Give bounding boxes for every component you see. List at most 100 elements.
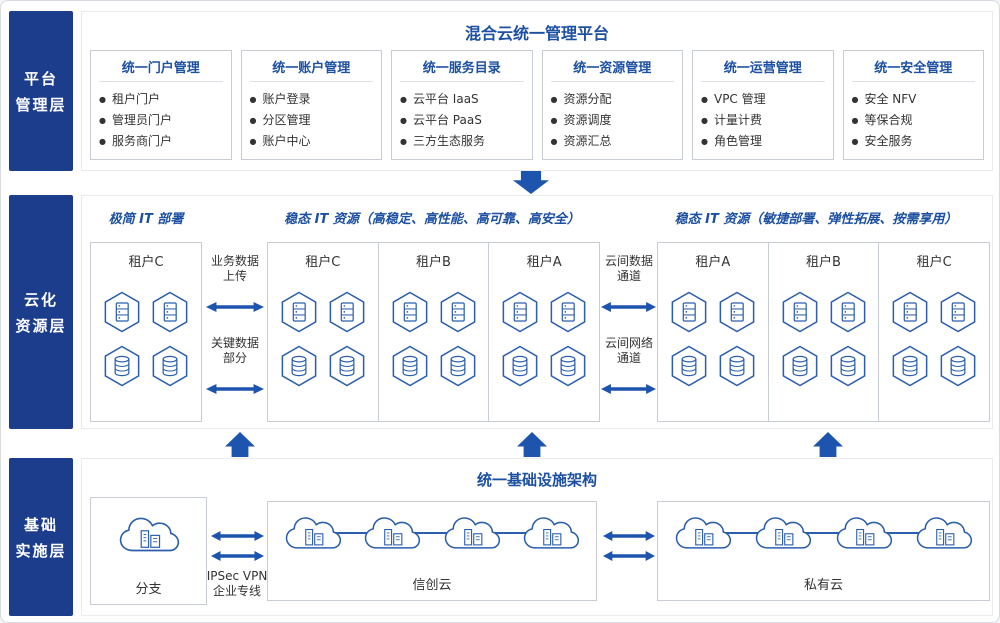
card-item: 账户中心: [250, 131, 374, 152]
infrastructure-title: 统一基础设施架构: [476, 471, 597, 489]
link-label-key-data: 关键数据部分: [210, 336, 259, 365]
link-label-business-data: 业务数据上传: [210, 254, 259, 283]
database-hexagon-icon: [718, 345, 756, 387]
link-label-intercloud-network: 云间网络通道: [604, 336, 653, 365]
tenant-icons: [280, 291, 366, 387]
database-hexagon-icon: [939, 345, 977, 387]
card-item: 安全 NFV: [852, 89, 976, 110]
server-hexagon-icon: [781, 291, 819, 333]
cloud-icon: [116, 512, 182, 556]
card-item: 资源汇总: [551, 131, 675, 152]
card-item: 服务商门户: [99, 131, 223, 152]
card-item: VPC 管理: [701, 89, 825, 110]
server-hexagon-icon: [501, 291, 539, 333]
server-hexagon-icon: [891, 291, 929, 333]
database-hexagon-icon: [829, 345, 867, 387]
card-item: 资源分配: [551, 89, 675, 110]
server-hexagon-icon: [328, 291, 366, 333]
cloud-connector-line: [308, 532, 556, 534]
database-hexagon-icon: [549, 345, 587, 387]
layer-label-infrastructure: 基础 实施层: [9, 458, 73, 616]
platform-cards-row: 统一门户管理 租户门户 管理员门户 服务商门户 统一账户管理 账户登录 分区管理…: [90, 50, 984, 160]
card-item: 租户门户: [99, 89, 223, 110]
section-title-agile-it: 稳态 IT 资源（敏捷部署、弹性拓展、按需享用）: [674, 212, 958, 227]
cloud-icon: [441, 512, 503, 553]
card-item: 安全服务: [852, 131, 976, 152]
database-hexagon-icon: [781, 345, 819, 387]
server-hexagon-icon: [280, 291, 318, 333]
card-unified-portal: 统一门户管理 租户门户 管理员门户 服务商门户: [90, 50, 232, 160]
branch-box: 分支: [90, 497, 207, 605]
section-title-minimal-it: 极简 IT 部署: [108, 212, 184, 227]
xinchuang-cloud-box: 信创云: [267, 501, 597, 601]
card-item: 云平台 PaaS: [400, 110, 524, 131]
tenant-label: 租户C: [128, 255, 164, 270]
database-hexagon-icon: [891, 345, 929, 387]
server-hexagon-icon: [391, 291, 429, 333]
rail-text: 实施层: [15, 541, 67, 560]
tenant-box: 租户C: [878, 242, 991, 422]
card-title: 统一安全管理: [851, 57, 975, 82]
database-hexagon-icon: [501, 345, 539, 387]
tenant-icons: [103, 291, 189, 387]
server-hexagon-icon: [718, 291, 756, 333]
platform-panel-title: 混合云统一管理平台: [464, 24, 609, 43]
card-security-management: 统一安全管理 安全 NFV 等保合规 安全服务: [842, 50, 984, 160]
rail-text: 基础: [23, 515, 58, 534]
tenant-icons: [781, 291, 867, 387]
server-hexagon-icon: [939, 291, 977, 333]
platform-management-panel: 混合云统一管理平台 统一门户管理 租户门户 管理员门户 服务商门户 统一账户管理…: [81, 11, 993, 171]
double-arrow-icon: [601, 384, 656, 394]
card-item: 管理员门户: [99, 110, 223, 131]
card-item: 三方生态服务: [400, 131, 524, 152]
database-hexagon-icon: [391, 345, 429, 387]
card-item: 角色管理: [701, 131, 825, 152]
double-arrow-icon: [603, 531, 655, 541]
link-label-intercloud-data: 云间数据通道: [604, 254, 653, 283]
up-arrow-icon: [813, 432, 843, 457]
database-hexagon-icon: [439, 345, 477, 387]
double-arrow-icon: [211, 551, 264, 561]
card-service-catalog: 统一服务目录 云平台 IaaS 云平台 PaaS 三方生态服务: [391, 50, 533, 160]
tenant-icons: [391, 291, 477, 387]
cloud-icon: [913, 512, 975, 553]
card-resource-management: 统一资源管理 资源分配 资源调度 资源汇总: [541, 50, 683, 160]
cloud-icon: [672, 512, 734, 553]
card-title: 统一账户管理: [249, 57, 373, 82]
tenant-label: 租户A: [695, 255, 731, 270]
database-hexagon-icon: [280, 345, 318, 387]
double-arrow-icon: [603, 551, 655, 561]
tenant-box: 租户A: [657, 242, 769, 422]
card-title: 统一运营管理: [701, 57, 825, 82]
rail-text: 平台: [23, 69, 58, 88]
tenant-box: 租户B: [377, 242, 490, 422]
database-hexagon-icon: [151, 345, 189, 387]
cloud-row: [672, 512, 975, 553]
tenant-label: 租户C: [305, 255, 341, 270]
tenant-icons: [891, 291, 977, 387]
agile-tenant-group: 租户A 租户B 租户C: [657, 242, 991, 422]
branch-label: 分支: [135, 582, 162, 597]
card-item: 云平台 IaaS: [400, 89, 524, 110]
server-hexagon-icon: [829, 291, 867, 333]
down-arrow-icon: [513, 171, 549, 194]
up-arrow-icon: [225, 432, 255, 457]
cloud-icon: [520, 512, 582, 553]
server-hexagon-icon: [670, 291, 708, 333]
tenant-icons: [670, 291, 756, 387]
cloud-icon: [282, 512, 344, 553]
database-hexagon-icon: [328, 345, 366, 387]
up-arrow-icon: [517, 432, 547, 457]
tenant-box: 租户C: [267, 242, 379, 422]
rail-text: 管理层: [15, 95, 67, 114]
card-item: 计量计费: [701, 110, 825, 131]
tenant-label: 租户C: [916, 255, 952, 270]
cloud-connector-line: [698, 532, 949, 534]
card-item: 账户登录: [250, 89, 374, 110]
database-hexagon-icon: [103, 345, 141, 387]
double-arrow-icon: [211, 531, 264, 541]
stable-tenant-group: 租户C 租户B 租户A: [267, 242, 601, 422]
rail-text: 云化: [23, 290, 58, 309]
cloud-icon: [361, 512, 423, 553]
